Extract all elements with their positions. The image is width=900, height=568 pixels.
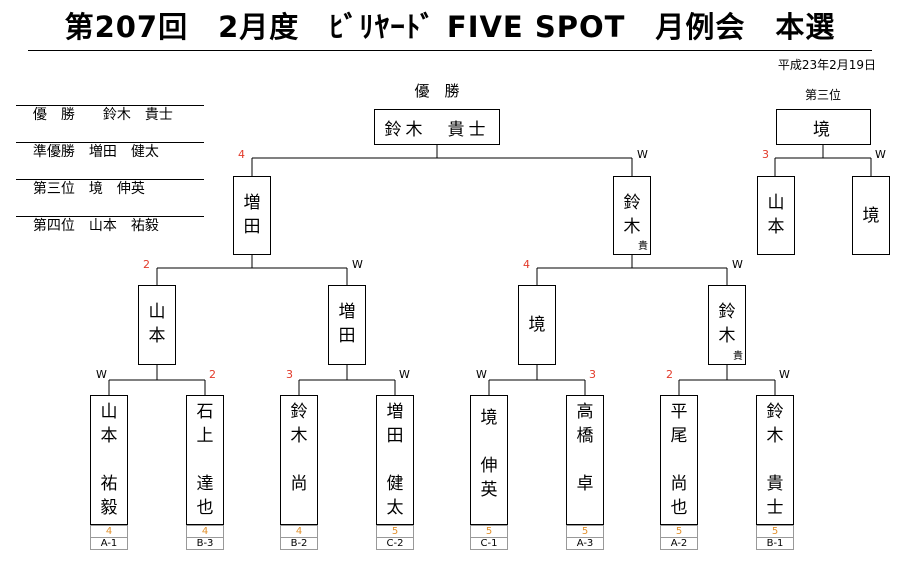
qf2-left-score: 3	[286, 368, 293, 381]
result-name: 鈴木 貴士	[102, 107, 173, 123]
title-underline	[28, 50, 872, 51]
player-card: 境 伸 英 5 C-1	[470, 395, 508, 550]
player-card: 増 田 健 太 5 C-2	[376, 395, 414, 550]
player-number: 5	[566, 525, 604, 537]
third-place-left-box: 山 本	[757, 176, 795, 255]
player-name: 境	[528, 315, 546, 335]
player-name: 鈴 木	[718, 302, 736, 346]
player-code: C-1	[470, 537, 508, 550]
qf3-left-score: W	[476, 368, 487, 381]
result-row-champion: 優 勝 鈴木 貴士	[16, 88, 204, 123]
semi2-left-score: 4	[523, 258, 530, 271]
third-place-right-score: W	[875, 148, 886, 161]
player-name: 平 尾 尚 也	[670, 402, 688, 518]
qf2-right-score: W	[399, 368, 410, 381]
semi2-right-box: 鈴 木 貴	[708, 285, 746, 365]
player-name: 山 本	[767, 193, 785, 237]
player-name: 境	[862, 205, 880, 226]
third-place-right-box: 境	[852, 176, 890, 255]
third-place-left-score: 3	[762, 148, 769, 161]
qf1-right-score: 2	[209, 368, 216, 381]
result-rank: 第三位	[32, 181, 75, 197]
player-card: 山 本 祐 毅 4 A-1	[90, 395, 128, 550]
player-name: 石 上 達 也	[196, 402, 214, 518]
result-row-fourth: 第四位 山本 祐毅	[16, 199, 204, 234]
player-name: 増 田	[243, 193, 261, 237]
player-card: 平 尾 尚 也 5 A-2	[660, 395, 698, 550]
result-name: 境 伸英	[88, 181, 145, 197]
third-place-label: 第三位	[804, 88, 841, 102]
semi1-right-box: 増 田	[328, 285, 366, 365]
result-rank: 第四位	[32, 218, 75, 234]
qf1-left-score: W	[96, 368, 107, 381]
player-code: A-3	[566, 537, 604, 550]
player-name: 増 田	[338, 302, 356, 346]
result-name: 増田 健太	[88, 144, 159, 160]
page-title: 第207回 2月度 ﾋﾞﾘﾔｰﾄﾞ FIVE SPOT 月例会 本選	[64, 10, 836, 44]
player-name: 高 橋 卓	[576, 402, 594, 494]
name-suffix: 貴	[733, 351, 743, 362]
player-code: A-2	[660, 537, 698, 550]
player-name: 鈴 木 尚	[290, 402, 308, 494]
player-number: 4	[280, 525, 318, 537]
player-number: 5	[470, 525, 508, 537]
semi1-left-box: 山 本	[138, 285, 176, 365]
result-rank: 準優勝	[32, 144, 75, 160]
third-place-box: 境	[776, 109, 871, 145]
player-name: 境 伸 英	[480, 408, 498, 500]
result-name: 山本 祐毅	[88, 218, 159, 234]
player-code: C-2	[376, 537, 414, 550]
event-date: 平成23年2月19日	[777, 58, 876, 72]
player-number: 5	[376, 525, 414, 537]
final-right-box: 鈴 木 貴	[613, 176, 651, 255]
final-right-score: W	[637, 148, 648, 161]
champion-label: 優 勝	[414, 82, 460, 100]
player-card: 石 上 達 也 4 B-3	[186, 395, 224, 550]
player-number: 5	[660, 525, 698, 537]
player-name: 鈴 木 貴 士	[766, 402, 784, 518]
final-left-score: 4	[238, 148, 245, 161]
semi1-right-score: W	[352, 258, 363, 271]
player-name: 増 田 健 太	[386, 402, 404, 518]
player-code: B-2	[280, 537, 318, 550]
player-name: 鈴 木	[623, 193, 641, 237]
player-name: 山 本	[148, 302, 166, 346]
player-code: B-3	[186, 537, 224, 550]
result-row-runner-up: 準優勝 増田 健太	[16, 125, 204, 160]
player-card: 鈴 木 尚 4 B-2	[280, 395, 318, 550]
player-code: A-1	[90, 537, 128, 550]
champion-box: 鈴木 貴士	[374, 109, 500, 145]
result-row-third: 第三位 境 伸英	[16, 162, 204, 197]
semi2-left-box: 境	[518, 285, 556, 365]
player-card: 鈴 木 貴 士 5 B-1	[756, 395, 794, 550]
qf3-right-score: 3	[589, 368, 596, 381]
name-suffix: 貴	[638, 241, 648, 252]
semi1-left-score: 2	[143, 258, 150, 271]
player-name: 山 本 祐 毅	[100, 402, 118, 518]
qf4-right-score: W	[779, 368, 790, 381]
player-number: 4	[90, 525, 128, 537]
player-code: B-1	[756, 537, 794, 550]
qf4-left-score: 2	[666, 368, 673, 381]
result-rank: 優 勝	[32, 107, 75, 123]
semi2-right-score: W	[732, 258, 743, 271]
player-number: 4	[186, 525, 224, 537]
player-card: 高 橋 卓 5 A-3	[566, 395, 604, 550]
player-number: 5	[756, 525, 794, 537]
final-left-box: 増 田	[233, 176, 271, 255]
